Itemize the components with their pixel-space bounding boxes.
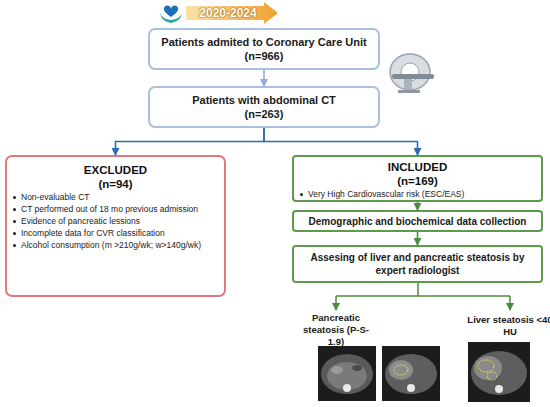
timeline-band: 2020-2024 — [186, 2, 278, 24]
node-heading: INCLUDED — [388, 160, 447, 174]
node-heading: Assesing of liver and pancreatic steatos… — [294, 251, 541, 277]
node-heading: EXCLUDED — [84, 163, 147, 177]
node-text: Incomplete data for CVR classification — [7, 228, 165, 239]
process-box: Demographic and biochemical data collect… — [292, 210, 543, 232]
node-text: (n=169) — [397, 174, 438, 188]
node-text: (n=263) — [245, 107, 284, 121]
exclusion-box: EXCLUDED(n=94) Non-evaluable CTCT perform… — [5, 155, 226, 297]
care-icon — [160, 5, 182, 23]
ct-image-liver — [382, 346, 440, 401]
flow-arrow — [263, 70, 265, 86]
node-heading: Demographic and biochemical data collect… — [301, 215, 535, 228]
node-text: Evidence of pancreatic lessions — [7, 216, 140, 227]
split-arrows — [336, 283, 510, 310]
node-heading: Patients with abdominal CT — [192, 93, 336, 107]
flow-arrow — [264, 128, 418, 155]
node-text: Very High Cardiovascular risk (ESC/EAS) — [294, 189, 464, 200]
process-box: Assesing of liver and pancreatic steatos… — [292, 245, 543, 283]
process-box: Patients admited to Coronary Care Unit(n… — [148, 28, 380, 70]
outcome-label: Liver steatosis <40 HU — [466, 314, 550, 338]
node-text: (n=966) — [245, 49, 284, 63]
inclusion-box: INCLUDED(n=169)Very High Cardiovascular … — [292, 155, 543, 202]
node-heading: Patients admited to Coronary Care Unit — [161, 35, 366, 49]
ct-scanner-icon — [390, 54, 434, 93]
node-text: CT performed out of 18 mo previous admis… — [7, 204, 198, 215]
ct-image-liver-roi — [468, 342, 530, 402]
flow-arrow — [417, 232, 419, 245]
node-text: (n=94) — [98, 177, 132, 191]
process-box: Patients with abdominal CT(n=263) — [148, 86, 380, 128]
node-text: Alcohol consumption (m >210g/wk; w>140g/… — [7, 240, 201, 251]
outcome-label: Pancreatic steatosis (P-S-1.9) — [300, 312, 372, 348]
node-text: Non-evaluable CT — [7, 192, 90, 203]
ct-image-pancreas — [318, 346, 376, 401]
flow-arrow — [116, 128, 265, 155]
flow-arrow — [417, 202, 419, 210]
node-heading: 2020-2024 — [199, 6, 256, 20]
